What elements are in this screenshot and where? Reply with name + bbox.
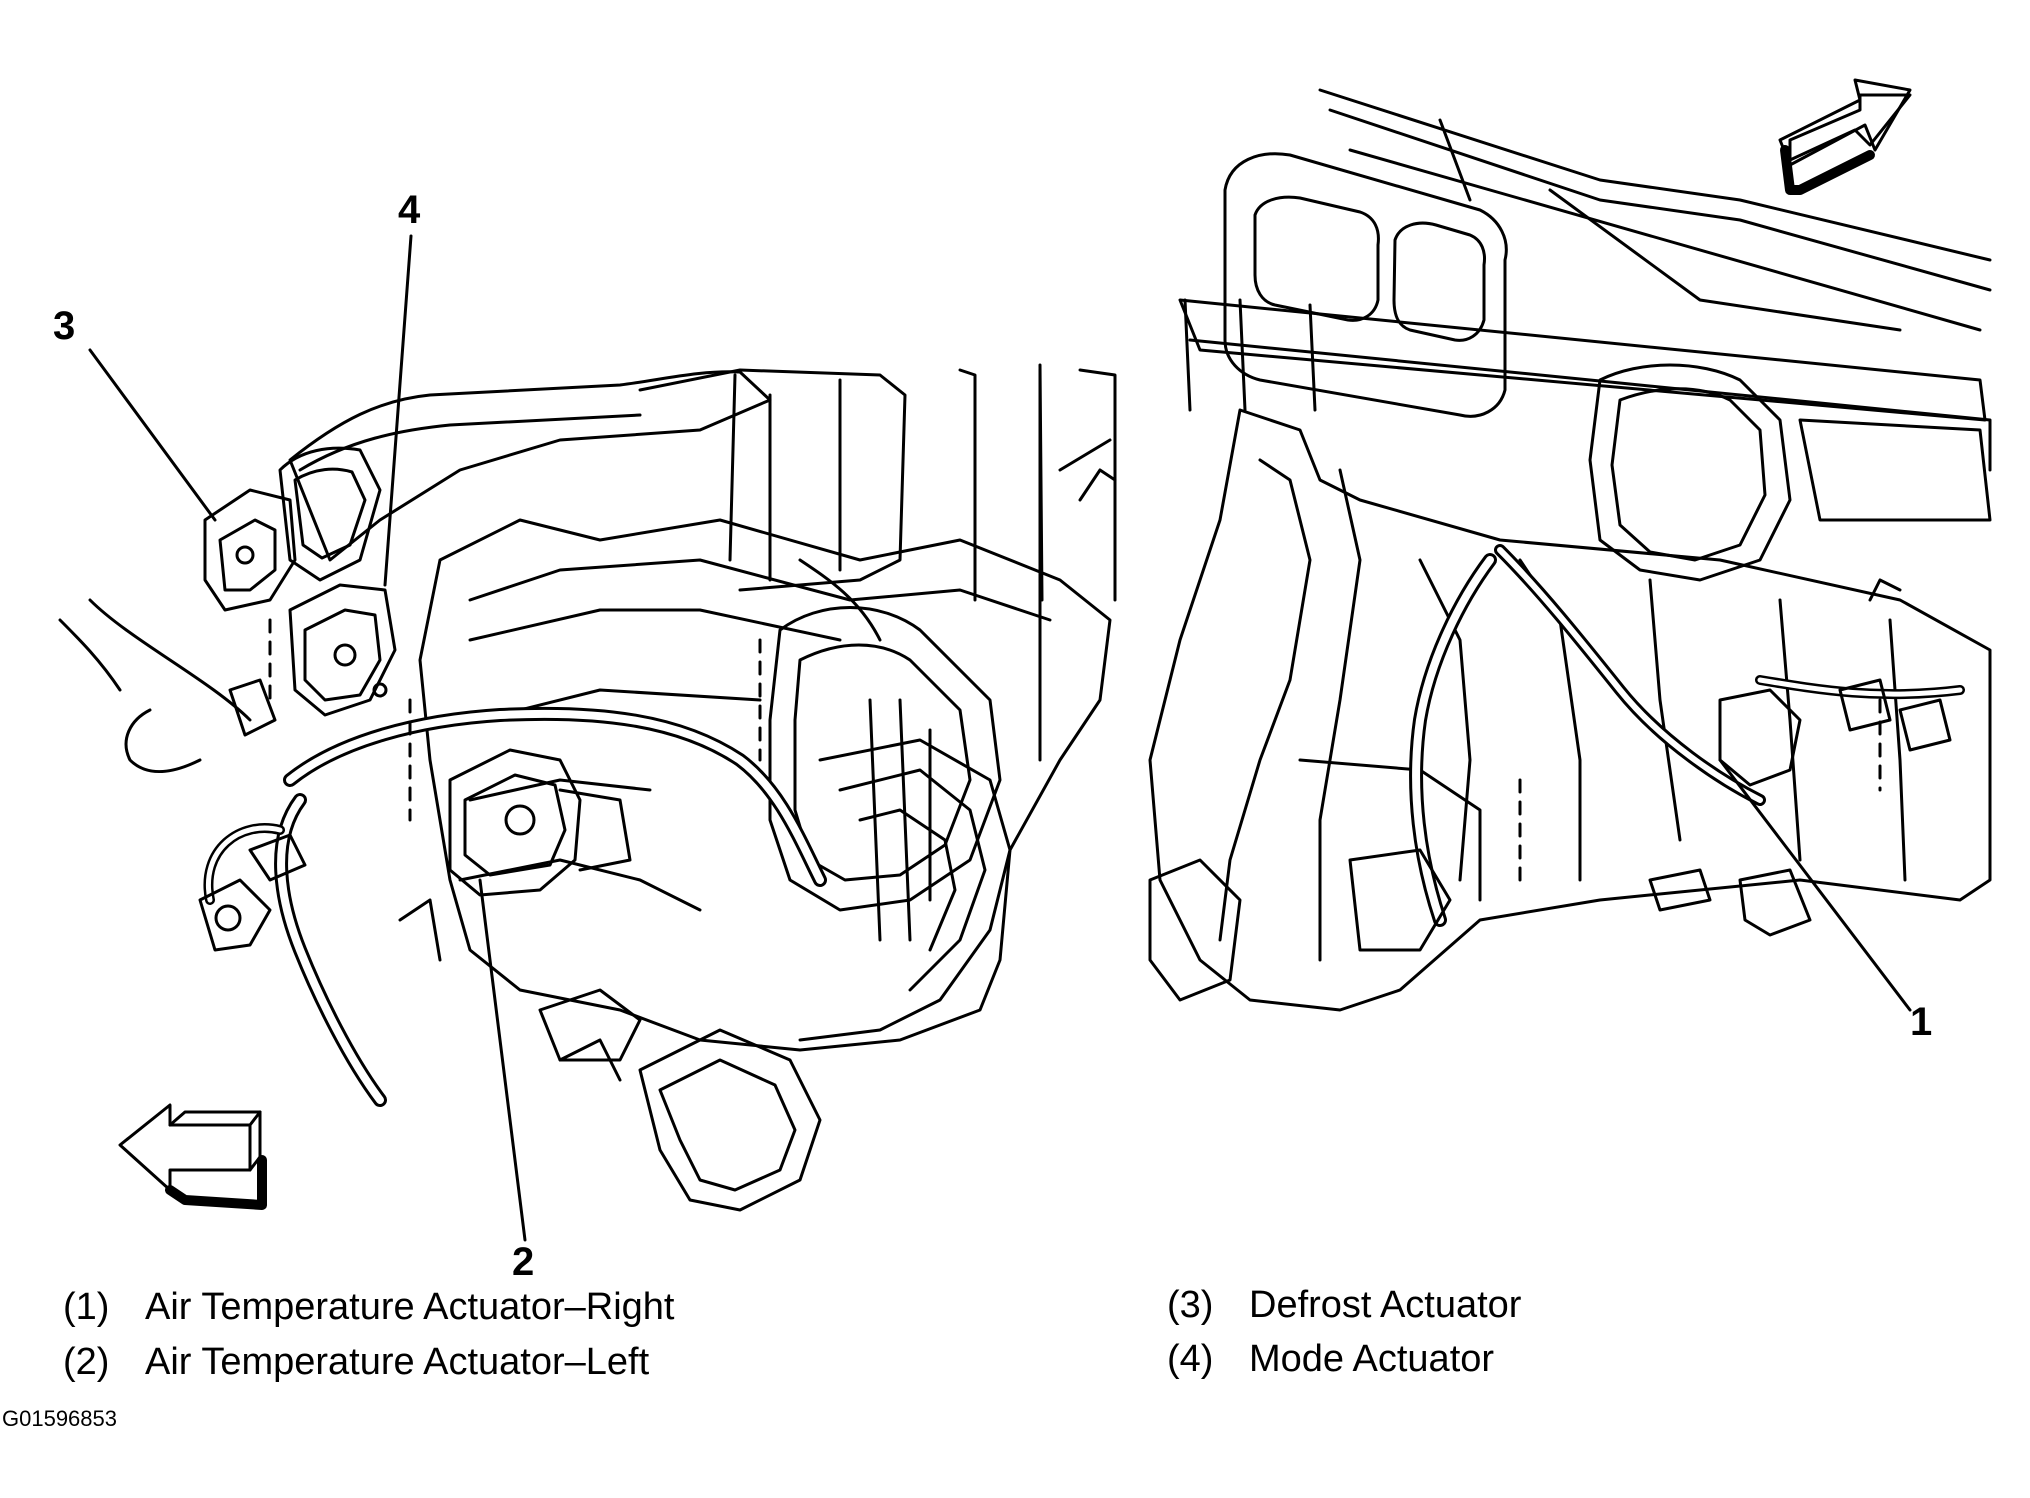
legend-key: (4) xyxy=(1167,1338,1214,1380)
legend-label: Mode Actuator xyxy=(1249,1338,1495,1380)
right-hvac-assembly xyxy=(1148,88,1992,1012)
legend-label: Air Temperature Actuator–Right xyxy=(145,1286,675,1328)
callout-1: 1 xyxy=(1910,1000,1933,1044)
legend-label: Defrost Actuator xyxy=(1249,1284,1522,1326)
callout-4: 4 xyxy=(398,188,421,232)
callout-2: 2 xyxy=(512,1240,535,1284)
callout-3: 3 xyxy=(53,304,76,348)
legend-key: (3) xyxy=(1167,1284,1214,1326)
front-direction-arrow-left xyxy=(118,1103,267,1210)
left-hvac-assembly xyxy=(58,363,1117,1212)
front-direction-arrow-right xyxy=(1778,78,1912,195)
legend-item-1: (1) Air Temperature Actuator–Right xyxy=(63,1288,674,1326)
legend-label: Air Temperature Actuator–Left xyxy=(145,1341,650,1383)
callout-leader-lines xyxy=(88,234,1912,1242)
legend-key: (1) xyxy=(63,1286,110,1328)
legend-item-4: (4) Mode Actuator xyxy=(1167,1340,1494,1378)
legend-item-3: (3) Defrost Actuator xyxy=(1167,1286,1521,1324)
figure-id: G01596853 xyxy=(2,1406,117,1431)
legend-key: (2) xyxy=(63,1341,110,1383)
legend-item-2: (2) Air Temperature Actuator–Left xyxy=(63,1343,649,1381)
